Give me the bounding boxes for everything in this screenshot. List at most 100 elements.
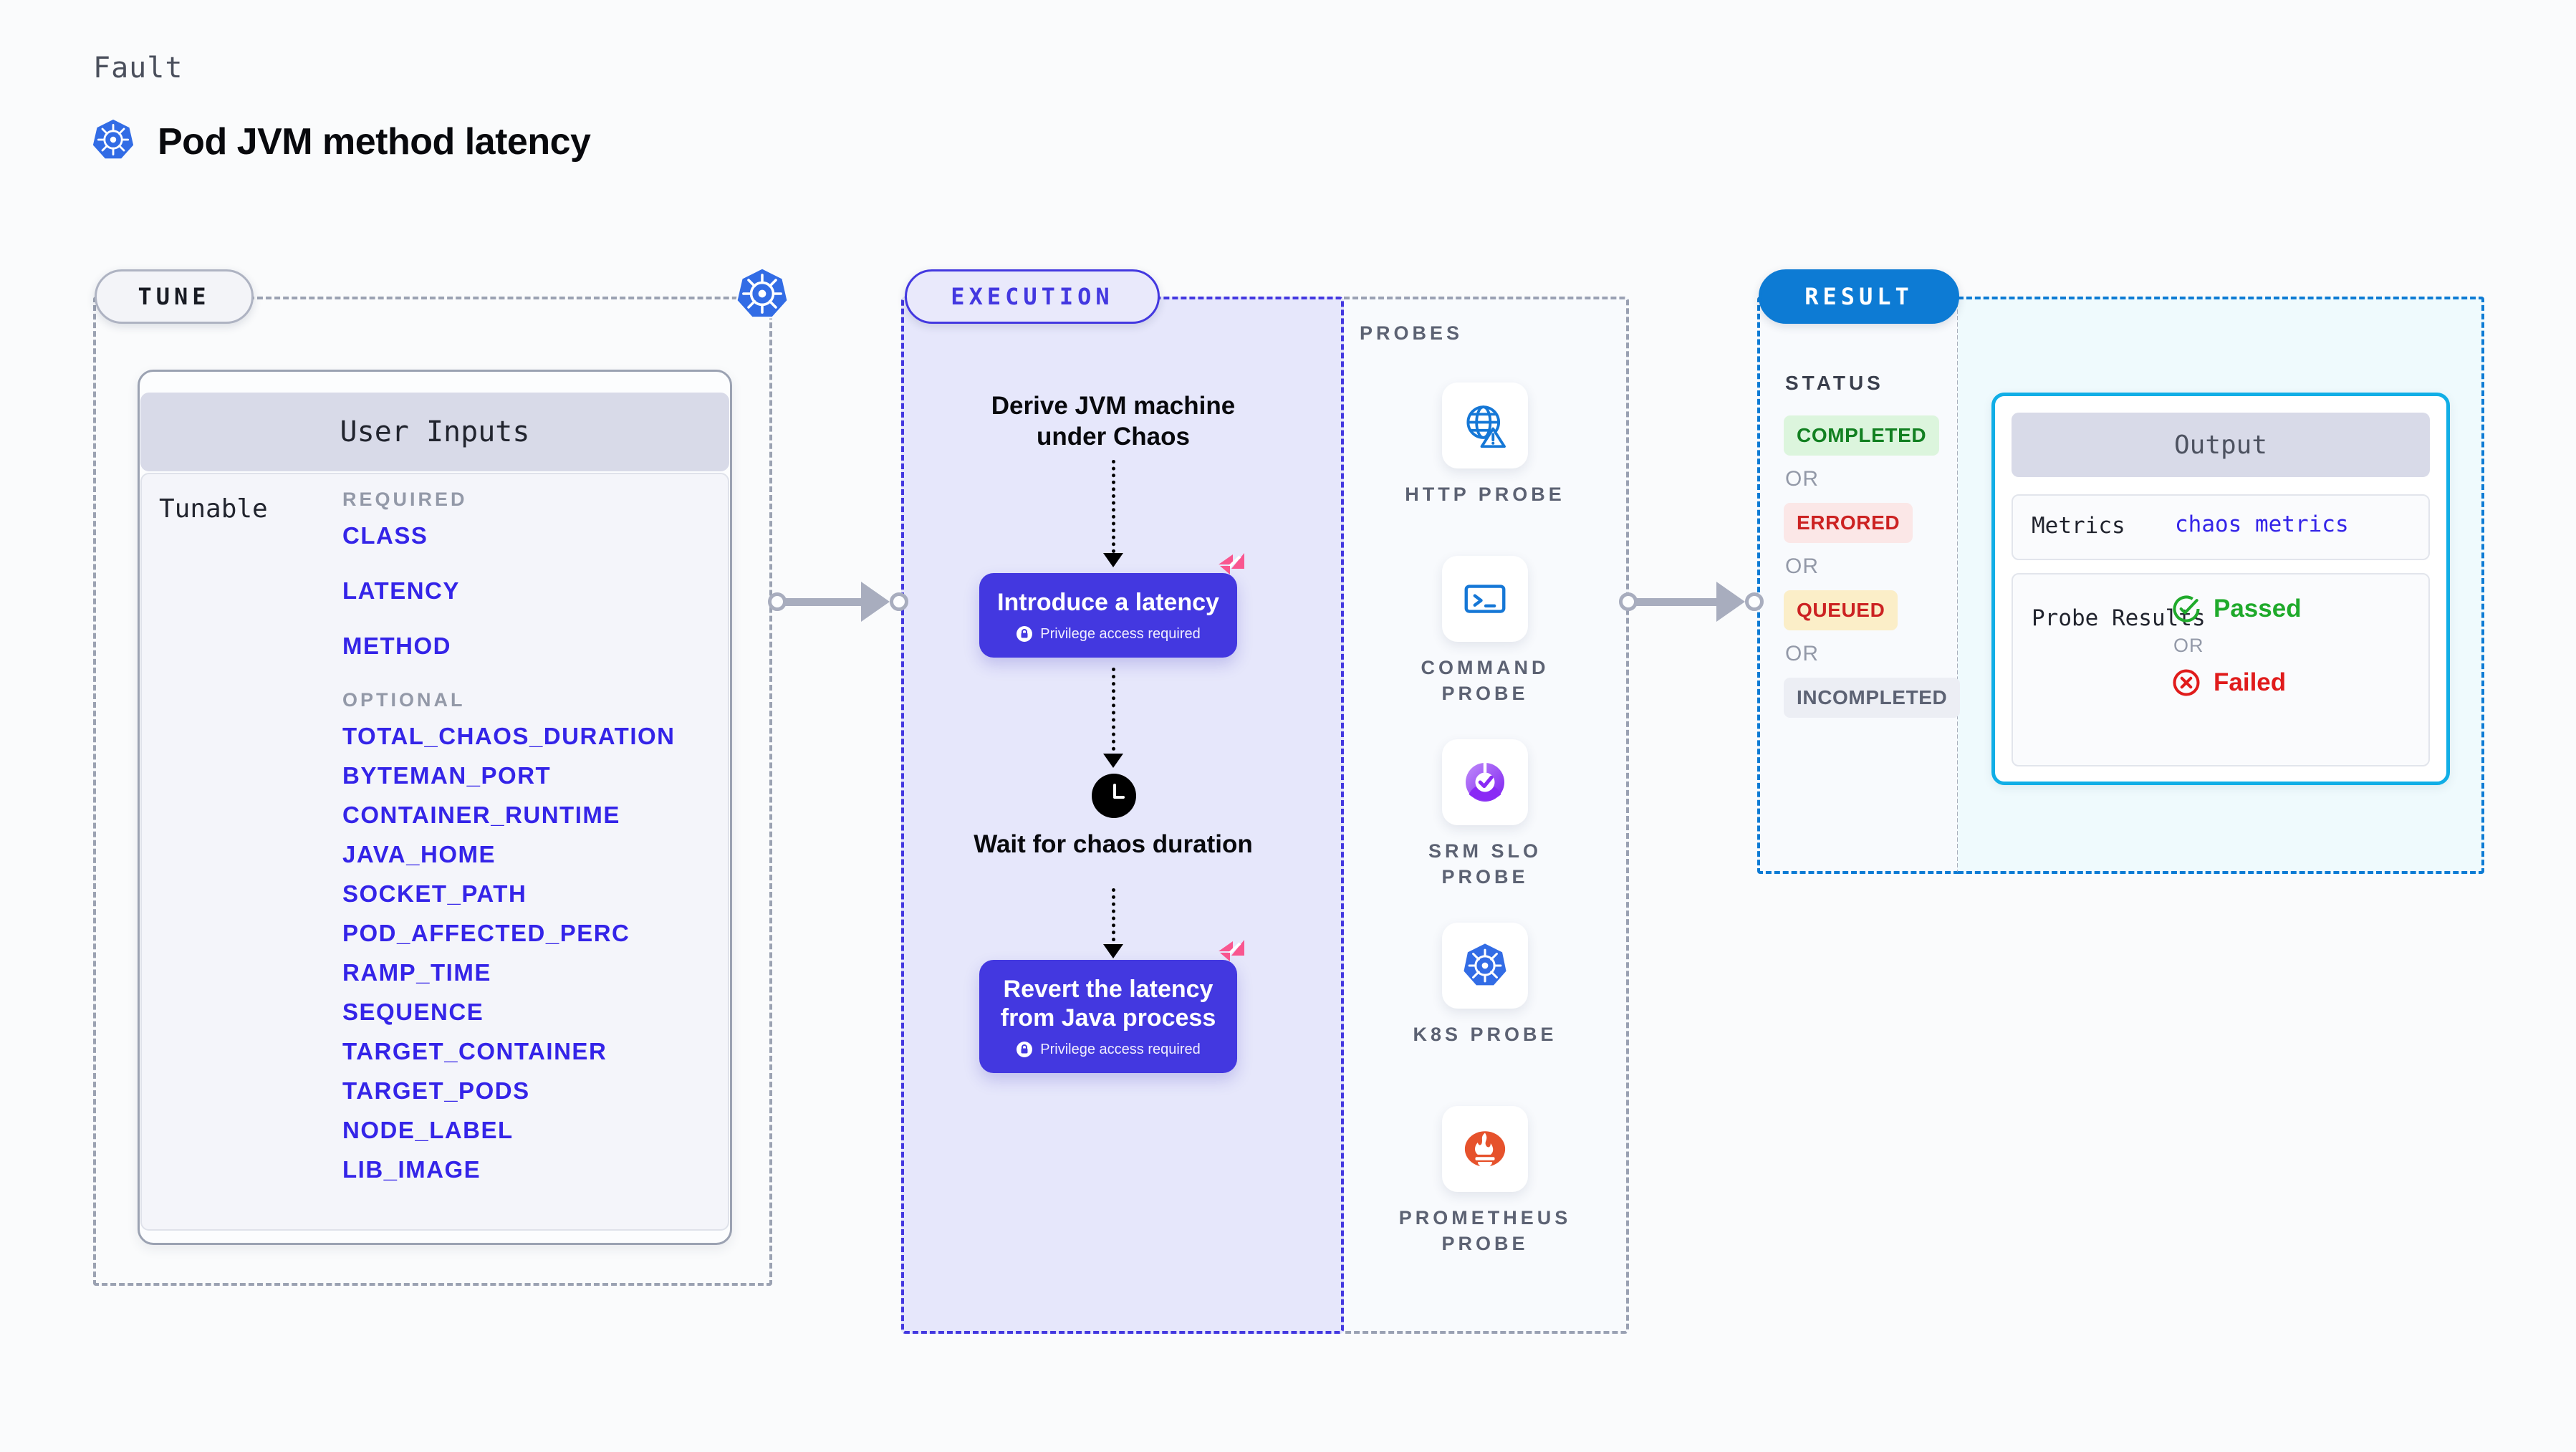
output-probe-results-row — [2012, 573, 2430, 766]
status-or-2: OR — [1785, 554, 1819, 578]
terminal-icon — [1442, 556, 1528, 642]
slo-gauge-icon — [1442, 739, 1528, 825]
user-inputs-header: User Inputs — [140, 393, 729, 471]
param-node-label[interactable]: NODE_LABEL — [342, 1117, 514, 1143]
param-byteman-port[interactable]: BYTEMAN_PORT — [342, 762, 552, 789]
page-title: Pod JVM method latency — [158, 120, 591, 163]
optional-params-group: OPTIONAL TOTAL_CHAOS_DURATION BYTEMAN_PO… — [342, 689, 715, 1181]
flow-line-1 — [1112, 460, 1115, 553]
status-or-3: OR — [1785, 642, 1819, 665]
output-probe-results-values: Passed OR Failed — [2171, 593, 2407, 698]
connector-execution-to-result — [1619, 582, 1764, 622]
result-status-boundary — [1757, 297, 1959, 874]
param-ramp-time[interactable]: RAMP_TIME — [342, 959, 491, 986]
probes-label: PROBES — [1360, 322, 1464, 344]
litmus-logo-icon — [1211, 933, 1251, 973]
status-list: COMPLETED OR ERRORED OR QUEUED OR INCOMP… — [1784, 415, 1961, 718]
node-title: Revert the latency from Java process — [1000, 975, 1216, 1032]
prometheus-icon — [1442, 1106, 1528, 1192]
execution-node-introduce-latency[interactable]: Introduce a latency Privilege access req… — [979, 573, 1237, 658]
param-latency[interactable]: LATENCY — [342, 577, 460, 604]
connector-start-dot — [768, 592, 787, 611]
node-privilege-note: Privilege access required — [1016, 625, 1201, 643]
param-target-pods[interactable]: TARGET_PODS — [342, 1077, 530, 1104]
lock-icon — [1017, 1042, 1033, 1058]
tunable-box — [140, 473, 729, 1231]
passed-label: Passed — [2214, 595, 2302, 622]
kubernetes-icon — [1442, 923, 1528, 1009]
flow-line-2 — [1112, 668, 1115, 758]
connector-line — [1636, 597, 1719, 606]
status-or-1: OR — [1785, 467, 1819, 491]
tunable-label: Tunable — [159, 494, 268, 524]
param-lib-image[interactable]: LIB_IMAGE — [342, 1156, 481, 1183]
node-privilege-note: Privilege access required — [1016, 1041, 1201, 1058]
status-badge-incompleted: INCOMPLETED — [1784, 678, 1961, 718]
execution-step-derive-text: Derive JVM machine under Chaos — [991, 392, 1236, 451]
param-sequence[interactable]: SEQUENCE — [342, 999, 484, 1025]
result-section-pill[interactable]: RESULT — [1759, 269, 1959, 324]
probe-label: HTTP PROBE — [1405, 484, 1565, 505]
tune-section-boundary — [93, 297, 772, 1286]
connector-end-dot — [890, 592, 908, 611]
execution-wait-text: Wait for chaos duration — [974, 830, 1253, 858]
param-class[interactable]: CLASS — [342, 522, 428, 549]
tune-section-pill[interactable]: TUNE — [95, 269, 254, 324]
probe-result-passed: Passed — [2171, 593, 2407, 625]
node-subtitle: Privilege access required — [1040, 625, 1201, 642]
execution-node-revert-latency[interactable]: Revert the latency from Java process Pri… — [979, 960, 1237, 1073]
probe-srm-slo[interactable]: SRM SLO PROBE — [1392, 739, 1578, 890]
status-badge-completed: COMPLETED — [1784, 415, 1940, 456]
param-target-container[interactable]: TARGET_CONTAINER — [342, 1038, 607, 1064]
tunable-parameters: REQUIRED CLASS LATENCY METHOD OPTIONAL T… — [342, 489, 715, 1197]
globe-warning-icon — [1442, 383, 1528, 468]
flow-arrow-2-icon — [1103, 754, 1123, 768]
output-metrics-value[interactable]: chaos metrics — [2175, 511, 2349, 537]
param-pod-affected-perc[interactable]: POD_AFFECTED_PERC — [342, 920, 630, 946]
probe-http[interactable]: HTTP PROBE — [1392, 383, 1578, 507]
page-kicker: Fault — [93, 52, 183, 85]
connector-arrow-icon — [1716, 582, 1745, 622]
output-metrics-row — [2012, 494, 2430, 560]
status-badge-errored: ERRORED — [1784, 503, 1913, 543]
kubernetes-icon — [92, 118, 135, 165]
execution-section-pill[interactable]: EXECUTION — [905, 269, 1160, 324]
lock-icon — [1017, 626, 1033, 643]
probe-k8s[interactable]: K8S PROBE — [1392, 923, 1578, 1047]
probe-label: K8S PROBE — [1413, 1024, 1557, 1045]
flow-arrow-1-icon — [1103, 553, 1123, 567]
optional-group-title: OPTIONAL — [342, 689, 466, 711]
failed-label: Failed — [2214, 668, 2287, 696]
page-title-row: Pod JVM method latency — [92, 118, 591, 165]
status-badge-queued: QUEUED — [1784, 590, 1898, 630]
kubernetes-icon — [735, 266, 789, 321]
status-label: STATUS — [1785, 372, 1884, 394]
param-method[interactable]: METHOD — [342, 633, 451, 659]
output-metrics-key: Metrics — [2032, 513, 2125, 539]
param-container-runtime[interactable]: CONTAINER_RUNTIME — [342, 802, 620, 828]
param-socket-path[interactable]: SOCKET_PATH — [342, 880, 527, 907]
probe-command[interactable]: COMMAND PROBE — [1392, 556, 1578, 707]
node-subtitle: Privilege access required — [1040, 1041, 1201, 1057]
flow-line-3 — [1112, 888, 1115, 948]
x-circle-icon — [2173, 669, 2200, 696]
output-header: Output — [2012, 413, 2430, 477]
probe-result-or: OR — [2173, 635, 2204, 656]
connector-start-dot — [1619, 592, 1638, 611]
connector-end-dot — [1745, 592, 1764, 611]
output-probe-results-key: Probe Results — [2032, 605, 2206, 631]
required-params-group: REQUIRED CLASS LATENCY METHOD — [342, 489, 715, 658]
check-circle-icon — [2173, 595, 2200, 622]
connector-line — [785, 597, 864, 606]
param-total-chaos-duration[interactable]: TOTAL_CHAOS_DURATION — [342, 723, 676, 749]
probe-prometheus[interactable]: PROMETHEUS PROBE — [1392, 1106, 1578, 1257]
node-title: Introduce a latency — [997, 588, 1219, 616]
probe-label: SRM SLO PROBE — [1428, 840, 1542, 888]
clock-icon — [1092, 774, 1136, 818]
flow-arrow-3-icon — [1103, 944, 1123, 958]
connector-arrow-icon — [861, 582, 890, 622]
probe-label: COMMAND PROBE — [1421, 657, 1549, 705]
required-group-title: REQUIRED — [342, 489, 468, 510]
param-java-home[interactable]: JAVA_HOME — [342, 841, 496, 867]
